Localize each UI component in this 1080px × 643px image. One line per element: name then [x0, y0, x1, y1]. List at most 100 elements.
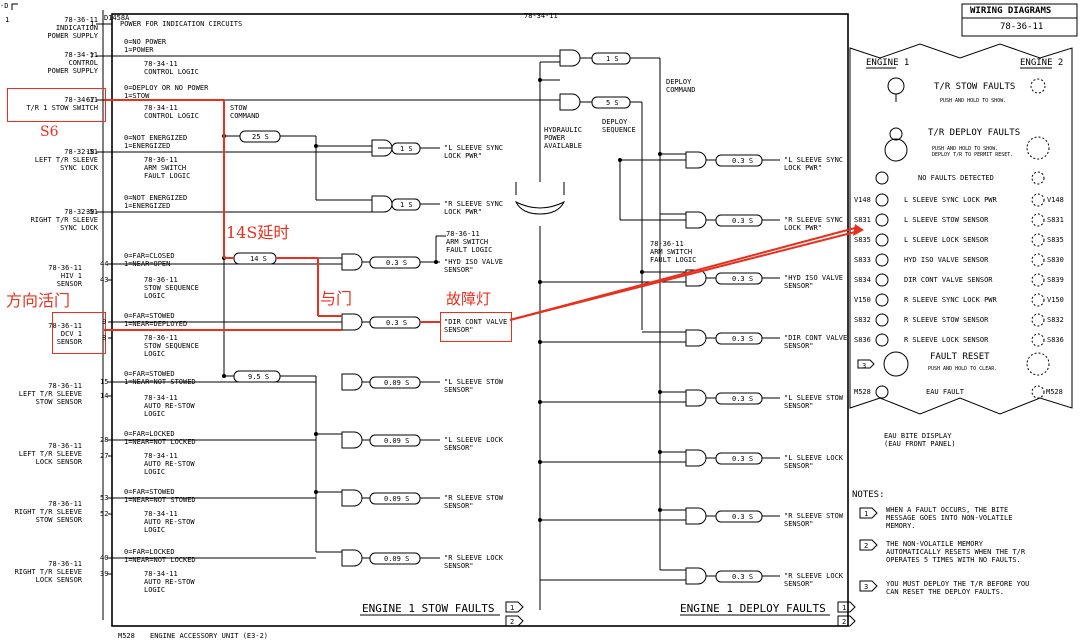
timer-25s: 25 S [252, 133, 269, 141]
control-logic-ref-2: 78-34-11 CONTROL LOGIC [144, 104, 199, 120]
stow-switch-highlight [7, 88, 106, 122]
timer-009s-a: 0.09 S [384, 379, 410, 387]
note-1-num: 1 [864, 510, 869, 518]
auto-restow-ref-3: 78-34-11 AUTO RE-STOW LOGIC [144, 510, 195, 534]
output-r-sync-mid: "R SLEEVE SYNC LOCK PWR" [444, 200, 504, 216]
lamp-code-right: S839 [1047, 276, 1064, 284]
pin-43: 43 [100, 276, 109, 284]
label-right-stow-sensor: 78-36-11 RIGHT T/R SLEEVE STOW SENSOR [14, 500, 82, 524]
note-2-num: 2 [864, 542, 869, 550]
label-dcv-sensor: 78-36-11 DCV 1 SENSOR [48, 322, 82, 346]
stow-note-1: 1 [510, 604, 515, 612]
pin-1: 1 [90, 20, 95, 28]
timer-right-b: 0.3 S [732, 217, 754, 225]
eau-fault-label: EAU FAULT [926, 388, 964, 396]
output-r-stow-mid: "R SLEEVE STOW SENSOR" [444, 494, 504, 510]
output-l-sync-mid: "L SLEEVE SYNC LOCK PWR" [444, 144, 504, 160]
lamp-description: R SLEEVE LOCK SENSOR [904, 336, 989, 344]
panel-engine1: ENGINE 1 [866, 58, 910, 68]
lamp-code-right: S836 [1047, 336, 1064, 344]
deployed-legend: 0=FAR=STOWED 1=NEAR=DEPLOYED [124, 312, 188, 328]
label-hiv-sensor: 78-36-11 HIV 1 SENSOR [48, 264, 82, 288]
lamp-code-left: S836 [854, 336, 871, 344]
timer-1s-b: 1 S [400, 201, 413, 209]
label-control-power: 78-34-11 CONTROL POWER SUPPLY [47, 51, 98, 75]
eau-fault-code-right: M528 [1046, 388, 1063, 396]
note-3-tag: 3 [862, 362, 867, 370]
output-hyd-iso-right: "HYD ISO VALVE SENSOR" [784, 274, 844, 290]
lamp-code-right: S831 [1047, 216, 1064, 224]
pin-67: 67 [86, 96, 95, 104]
bite-display-label: EAU BITE DISPLAY (EAU FRONT PANEL) [884, 432, 956, 448]
deploy-faults-title: ENGINE 1 DEPLOY FAULTS [680, 602, 826, 615]
panel-engine2: ENGINE 2 [1020, 58, 1064, 68]
arm-fault-ref: 78-36-11 ARM SWITCH FAULT LOGIC [446, 230, 493, 254]
output-l-lock-right: "L SLEEVE LOCK SENSOR" [784, 454, 844, 470]
timer-03s-b: 0.3 S [386, 319, 408, 327]
timer-009s-b: 0.09 S [384, 437, 410, 445]
output-l-sync-right: "L SLEEVE SYNC LOCK PWR" [784, 156, 844, 172]
timer-009s-c: 0.09 S [384, 495, 410, 503]
output-r-sync-right: "R SLEEVE SYNC LOCK PWR" [784, 216, 844, 232]
push-show-hint-2: PUSH AND HOLD TO SHOW. DEPLOY T/R TO PER… [932, 146, 1014, 158]
annotation-fault-light: 故障灯 [446, 290, 492, 308]
lamp-description: L SLEEVE STOW SENSOR [904, 216, 989, 224]
connector-box [111, 13, 849, 627]
timer-1s-top: 1 S [606, 55, 619, 63]
red-annotation-traces [104, 99, 856, 331]
not-stowed-legend: 0=FAR=STOWED 1=NEAR=NOT STOWED [124, 370, 196, 386]
not-locked-legend-2: 0=FAR=LOCKED 1=NEAR=NOT LOCKED [124, 548, 196, 564]
stow-faults-title: ENGINE 1 STOW FAULTS [362, 602, 495, 615]
arm-fault-ref-right: 78-36-11 ARM SWITCH FAULT LOGIC [650, 240, 697, 264]
energized-legend-2: 0=NOT ENERGIZED 1=ENERGIZED [124, 194, 188, 210]
lamp-code-left: S835 [854, 236, 871, 244]
pin-1-desc: POWER FOR INDICATION CIRCUITS [120, 20, 243, 28]
timer-95s: 9.5 S [248, 373, 270, 381]
timer-shapes [233, 52, 763, 583]
box-ref: 78-36-11 [1000, 22, 1044, 32]
stow-seq-ref: 78-36-11 STOW SEQUENCE LOGIC [144, 276, 199, 300]
lamp-code-left: S833 [854, 256, 871, 264]
output-hyd-iso-mid: "HYD ISO VALVE SENSOR" [444, 258, 504, 274]
deploy-seq-label: DEPLOY SEQUENCE [602, 118, 636, 134]
timer-009s-d: 0.09 S [384, 555, 410, 563]
pin-44: 44 [100, 260, 109, 268]
label-left-stow-sensor: 78-36-11 LEFT T/R SLEEVE STOW SENSOR [18, 382, 82, 406]
timer-right-h: 0.3 S [732, 573, 754, 581]
eau-fault-code-left: M528 [854, 388, 871, 396]
lamp-description: R SLEEVE STOW SENSOR [904, 316, 989, 324]
tr-deploy-faults: T/R DEPLOY FAULTS [928, 128, 1021, 138]
lamp-description: L SLEEVE SYNC LOCK PWR [904, 196, 997, 204]
auto-restow-ref-2: 78-34-11 AUTO RE-STOW LOGIC [144, 452, 195, 476]
pin-53: 53 [100, 494, 109, 502]
timer-right-g: 0.3 S [732, 513, 754, 521]
label-left-lock-sensor: 78-36-11 LEFT T/R SLEEVE LOCK SENSOR [18, 442, 82, 466]
top-ref: 78-34-11 [524, 12, 558, 20]
deploy-note-1: 1 [842, 604, 847, 612]
pin-30: 30 [86, 208, 95, 216]
engine2-lamps [1026, 78, 1050, 399]
label-tr1-stow-switch: 78-34-11 T/R 1 STOW SWITCH [26, 96, 98, 112]
pin-7: 7 [90, 52, 95, 60]
lamp-code-left: S834 [854, 276, 871, 284]
stow-note-2: 2 [510, 618, 515, 626]
footer-eau: ENGINE ACCESSORY UNIT (E3-2) [150, 632, 269, 640]
tr-stow-faults: T/R STOW FAULTS [934, 82, 1016, 92]
note-3-text: YOU MUST DEPLOY THE T/R BEFORE YOU CAN R… [886, 580, 1030, 596]
not-locked-legend: 0=FAR=LOCKED 1=NEAR=NOT LOCKED [124, 430, 196, 446]
push-show-hint: PUSH AND HOLD TO SHOW. [940, 98, 1007, 104]
annotation-and-gate: 与门 [320, 289, 353, 308]
pin-18: 18 [86, 148, 95, 156]
timer-14s: 14 S [250, 255, 267, 263]
stow-seq-ref-2: 78-36-11 STOW SEQUENCE LOGIC [144, 334, 199, 358]
timer-5s: 5 S [606, 99, 619, 107]
lamp-code-right: S830 [1047, 256, 1064, 264]
pin-15: 15 [100, 378, 109, 386]
label-right-sync-lock: 78-32-51 RIGHT T/R SLEEVE SYNC LOCK [30, 208, 98, 232]
fault-light-highlight [440, 312, 512, 342]
label-left-sync-lock: 78-32-51 LEFT T/R SLEEVE SYNC LOCK [34, 148, 98, 172]
output-l-lock-mid: "L SLEEVE LOCK SENSOR" [444, 436, 504, 452]
output-l-stow-mid: "L SLEEVE STOW SENSOR" [444, 378, 504, 394]
